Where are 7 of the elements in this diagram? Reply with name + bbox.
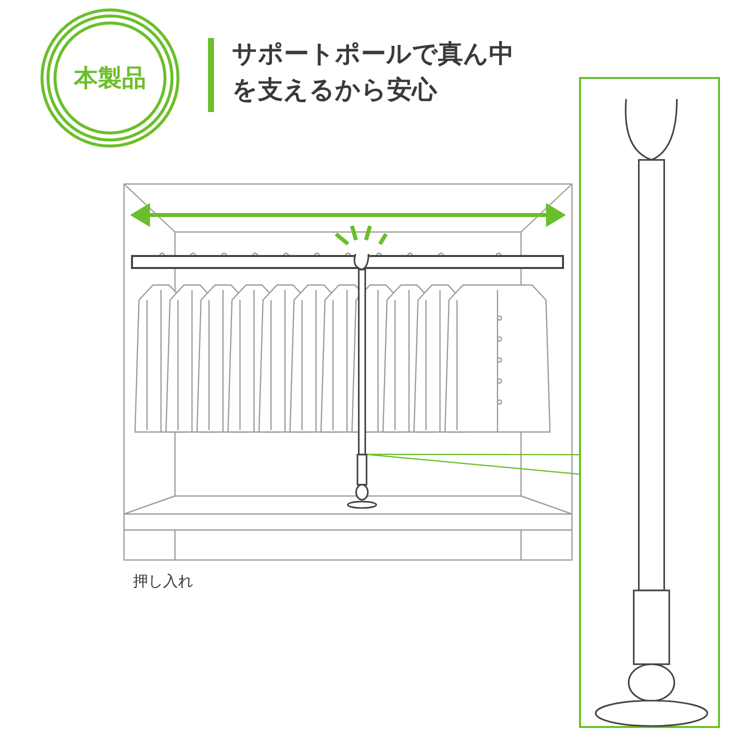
- badge-label: 本製品: [74, 63, 146, 94]
- leader-line: [366, 454, 580, 475]
- leader-line: [366, 454, 579, 456]
- heading: サポートポールで真ん中を支えるから安心: [232, 38, 515, 106]
- part-label: 押し入れ: [133, 572, 193, 591]
- support-pole-drawing: [579, 77, 720, 728]
- product-badge: [40, 8, 180, 148]
